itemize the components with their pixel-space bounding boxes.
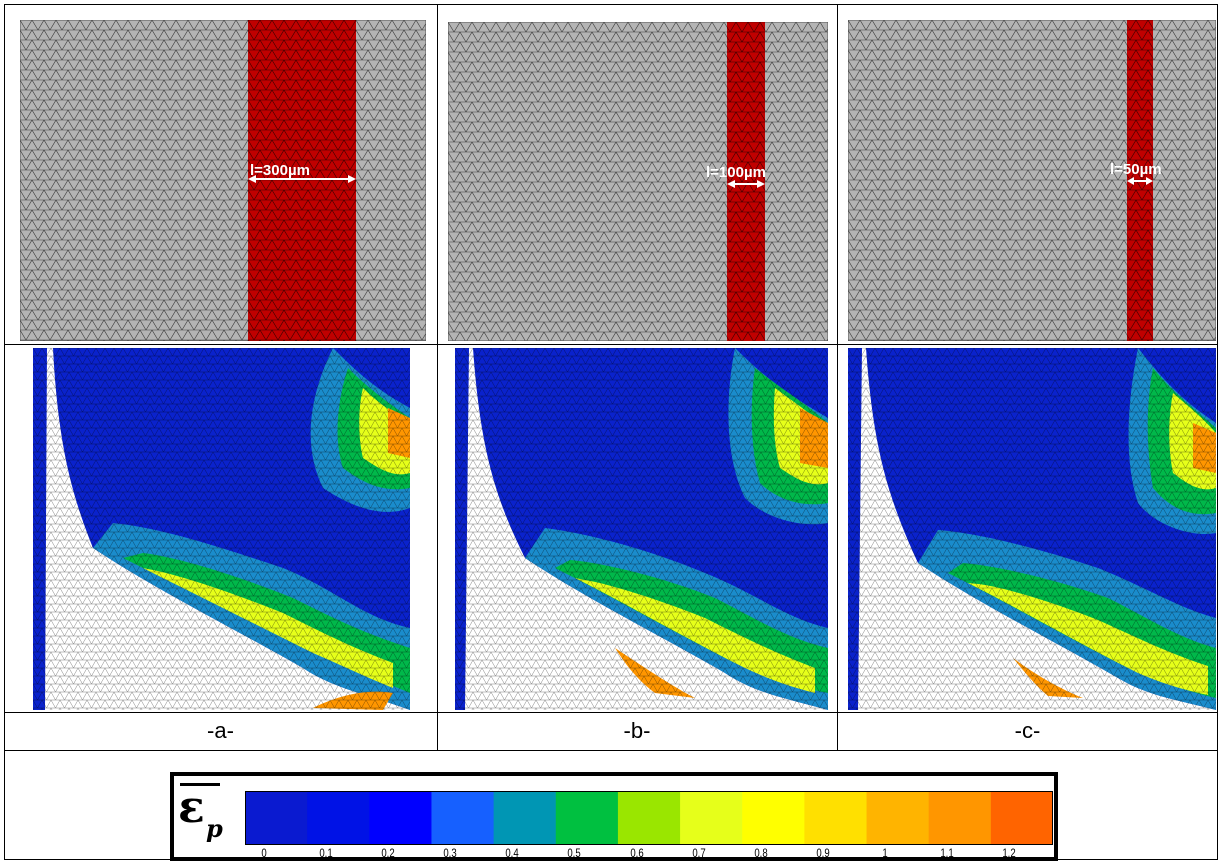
strain-legend: ε p 0 0.1 0.2 0.3 0.4 0.5 0.6 0.7 0.8 0.9 1 1.1 1.2 bbox=[170, 772, 1058, 861]
color-swatch bbox=[245, 791, 308, 845]
color-swatch bbox=[742, 791, 805, 845]
color-swatch bbox=[555, 791, 619, 845]
tick-label: 0.1 bbox=[319, 846, 333, 860]
color-swatch bbox=[369, 791, 432, 845]
tick-label: 0.6 bbox=[629, 846, 644, 860]
band-width-label-b: l=100µm bbox=[706, 164, 766, 181]
strain-subscript: p bbox=[206, 814, 223, 843]
color-swatch bbox=[928, 791, 992, 845]
caption-a: -a- bbox=[207, 718, 234, 743]
color-swatch bbox=[990, 791, 1053, 845]
tick-label: 0.4 bbox=[505, 846, 519, 860]
tick-label: 0.9 bbox=[816, 846, 830, 860]
overbar bbox=[180, 783, 220, 786]
band-width-label-c: l=50µm bbox=[1110, 161, 1162, 178]
caption-b: -b- bbox=[623, 718, 651, 743]
color-scale bbox=[245, 791, 1053, 845]
color-swatch bbox=[431, 791, 495, 845]
color-swatch bbox=[617, 791, 681, 845]
tick-label: 0.5 bbox=[567, 846, 582, 860]
col-divider-1 bbox=[437, 4, 438, 750]
strain-field-b bbox=[455, 348, 828, 710]
tick-label: 0 bbox=[260, 846, 267, 860]
tick-label: 0.8 bbox=[754, 846, 768, 860]
tick-label: 0.7 bbox=[692, 846, 706, 860]
row-divider-2 bbox=[4, 712, 1218, 713]
strain-field-a bbox=[33, 348, 410, 710]
caption-c: -c- bbox=[1014, 718, 1041, 743]
mesh-panel-a: l=300µm bbox=[20, 20, 426, 341]
tick-label: 0.2 bbox=[381, 846, 395, 860]
tick-label: 1 bbox=[882, 846, 888, 860]
color-swatch bbox=[866, 791, 930, 845]
color-swatch bbox=[680, 791, 743, 845]
tick-labels: 0 0.1 0.2 0.3 0.4 0.5 0.6 0.7 0.8 0.9 1 1.1 1.2 bbox=[245, 846, 1053, 860]
color-swatch bbox=[493, 791, 557, 845]
band-width-label-a: l=300µm bbox=[250, 162, 310, 179]
color-swatch bbox=[804, 791, 868, 845]
strain-field-c bbox=[848, 348, 1216, 710]
refined-band-a bbox=[248, 20, 356, 341]
color-swatch bbox=[307, 791, 370, 845]
strain-symbol: ε bbox=[178, 782, 205, 833]
col-divider-2 bbox=[837, 4, 838, 750]
mesh-panel-b: l=100µm bbox=[448, 22, 828, 341]
tick-label: 0.3 bbox=[443, 846, 457, 860]
row-divider-3 bbox=[4, 750, 1218, 751]
tick-label: 1.2 bbox=[1002, 846, 1017, 860]
row-divider-1 bbox=[4, 344, 1218, 345]
tick-label: 1.1 bbox=[940, 846, 955, 860]
mesh-panel-c: l=50µm bbox=[848, 20, 1216, 341]
